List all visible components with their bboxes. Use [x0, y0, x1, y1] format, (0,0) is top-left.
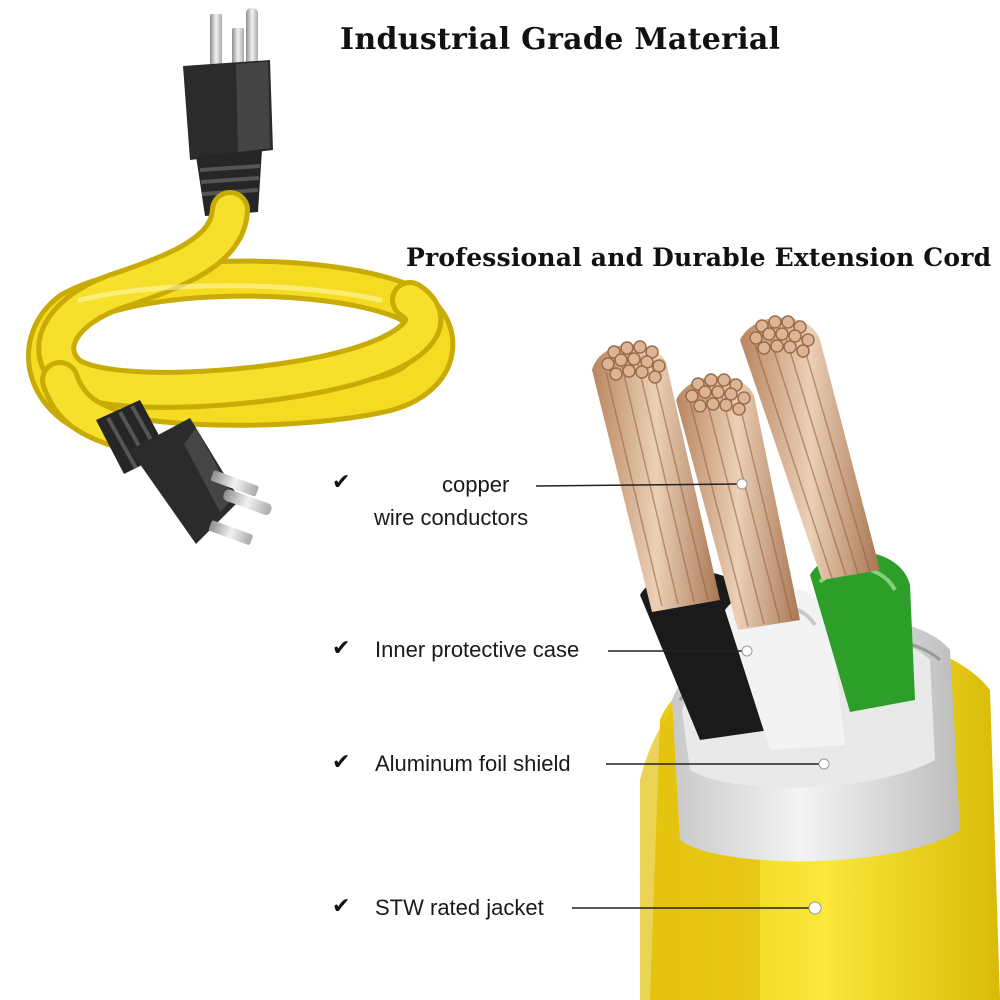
- top-plug: [183, 8, 273, 216]
- yellow-cord-coil: [26, 190, 456, 450]
- feature-inner-case-label: Inner protective case: [375, 637, 580, 662]
- headline: Industrial Grade Material: [340, 22, 781, 57]
- check-icon: ✔: [332, 470, 351, 495]
- bottom-plug: [96, 400, 272, 545]
- callout-copper: [535, 483, 741, 487]
- feature-foil-label: Aluminum foil shield: [375, 751, 571, 776]
- subheadline: Professional and Durable Extension Cord: [406, 243, 992, 272]
- green-insulation: [810, 551, 915, 712]
- callout-dot-foil: [818, 758, 830, 770]
- feature-copper-label-2: wire conductors: [374, 505, 529, 530]
- feature-jacket-label: STW rated jacket: [375, 895, 544, 920]
- feature-copper-label: copper: [442, 472, 510, 497]
- copper-strands-3: [740, 317, 880, 580]
- top-ground-pin: [246, 8, 258, 78]
- bottom-ground-pin: [223, 489, 272, 515]
- bottom-prong-2: [208, 520, 253, 545]
- bottom-plug-head: [130, 418, 240, 544]
- cable-cross-section: [592, 315, 1000, 1000]
- callout-lines: [535, 483, 822, 909]
- callout-dot-jacket: [808, 901, 822, 915]
- top-prong-1: [210, 14, 222, 78]
- copper-strands-2: [676, 376, 800, 630]
- check-icon: ✔: [332, 894, 351, 919]
- callout-dot-copper: [736, 478, 748, 490]
- bottom-prong-1: [210, 470, 259, 497]
- copper-strands-1: [592, 344, 720, 612]
- check-icon: ✔: [332, 636, 351, 661]
- callout-dot-inner-case: [741, 645, 753, 657]
- top-plug-highlight: [236, 62, 270, 152]
- check-icon: ✔: [332, 750, 351, 775]
